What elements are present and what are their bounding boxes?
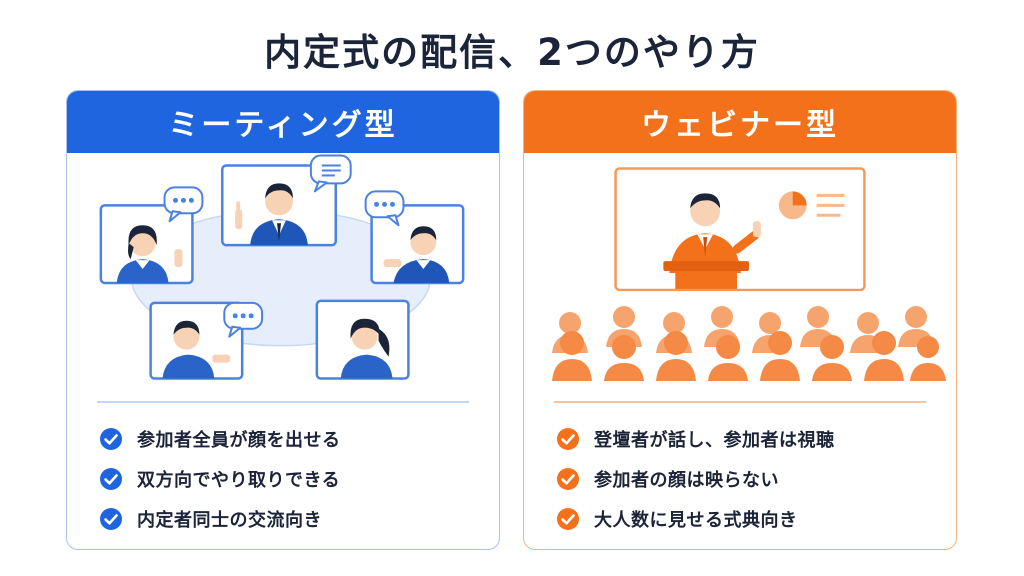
audience-icon <box>552 306 946 381</box>
webinar-card: ウェビナー型 <box>523 90 957 550</box>
list-item: 登壇者が話し、参加者は視聴 <box>556 419 936 459</box>
check-circle-icon <box>100 428 122 450</box>
point-text: 双方向でやり取りできる <box>137 470 341 491</box>
meeting-divider <box>97 401 469 403</box>
page-title: 内定式の配信、2つのやり方 <box>264 31 760 74</box>
check-circle-icon <box>557 468 579 490</box>
list-item: 大人数に見せる式典向き <box>556 499 936 539</box>
video-call-grid-icon <box>99 154 465 380</box>
check-circle-icon <box>557 428 579 450</box>
webinar-divider <box>554 401 926 403</box>
meeting-point-list: 参加者全員が顔を出せる 双方向でやり取りできる 内定者同士の交流向き <box>99 419 479 539</box>
meeting-card: ミーティング型 <box>66 90 500 550</box>
point-text: 登壇者が話し、参加者は視聴 <box>594 430 835 451</box>
list-item: 内定者同士の交流向き <box>99 499 479 539</box>
webinar-point-list: 登壇者が話し、参加者は視聴 参加者の顔は映らない 大人数に見せる式典向き <box>556 419 936 539</box>
list-item: 参加者全員が顔を出せる <box>99 419 479 459</box>
list-item: 参加者の顔は映らない <box>556 459 936 499</box>
check-circle-icon <box>100 508 122 530</box>
webinar-card-header: ウェビナー型 <box>524 91 956 153</box>
point-text: 参加者の顔は映らない <box>594 470 779 491</box>
point-text: 大人数に見せる式典向き <box>594 510 798 531</box>
check-circle-icon <box>557 508 579 530</box>
check-circle-icon <box>100 468 122 490</box>
point-text: 参加者全員が顔を出せる <box>137 430 341 451</box>
list-item: 双方向でやり取りできる <box>99 459 479 499</box>
point-text: 内定者同士の交流向き <box>137 510 322 531</box>
meeting-card-header: ミーティング型 <box>67 91 499 153</box>
presenter-with-audience-icon <box>614 167 866 292</box>
